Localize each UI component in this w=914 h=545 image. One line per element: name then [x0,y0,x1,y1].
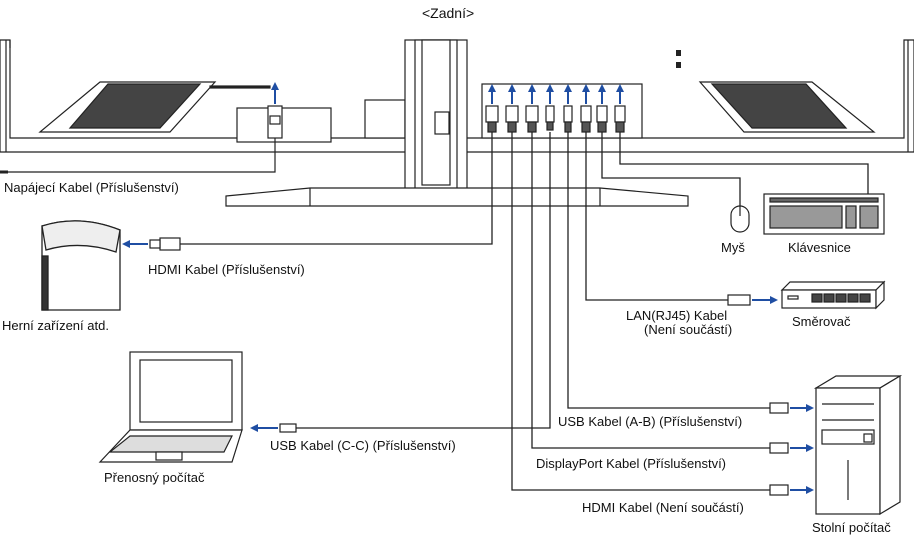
view-title: <Zadní> [422,5,475,21]
laptop-icon [98,351,243,463]
displayport-cable-label: DisplayPort Kabel (Příslušenství) [536,456,727,471]
router-icon [780,280,886,310]
cables [180,132,869,491]
game-device-label: Herní zařízení atd. [2,318,109,333]
direction-arrows [122,240,814,494]
stand [225,39,689,207]
keyboard-icon [763,193,885,235]
power-cable-label: Napájecí Kabel (Příslušenství) [4,180,179,195]
usb-ab-cable-label: USB Kabel (A-B) (Příslušenství) [558,414,743,429]
mouse-icon [730,205,750,233]
desktop-pc-icon [813,374,903,516]
lan-cable-label-line1: LAN(RJ45) Kabel [626,308,728,323]
router-label: Směrovač [792,314,851,329]
cable-plugs [485,105,626,133]
mouse-label: Myš [721,240,745,255]
cable-end-plugs [149,237,789,496]
lock-icon [676,50,681,68]
hdmi-cable-accessory-label: HDMI Kabel (Příslušenství) [148,262,305,277]
lan-cable-label-line2: (Není součástí) [644,322,733,337]
hdmi-cable-not-included-label: HDMI Kabel (Není součástí) [582,500,744,515]
game-device-icon [41,220,121,311]
keyboard-label: Klávesnice [788,240,851,255]
port-arrows [488,84,624,104]
power-connector [0,105,283,174]
laptop-label: Přenosný počítač [104,470,205,485]
desktop-label: Stolní počítač [812,520,891,535]
usb-cc-cable-label: USB Kabel (C-C) (Příslušenství) [270,438,456,453]
monitor-edges [5,40,909,152]
